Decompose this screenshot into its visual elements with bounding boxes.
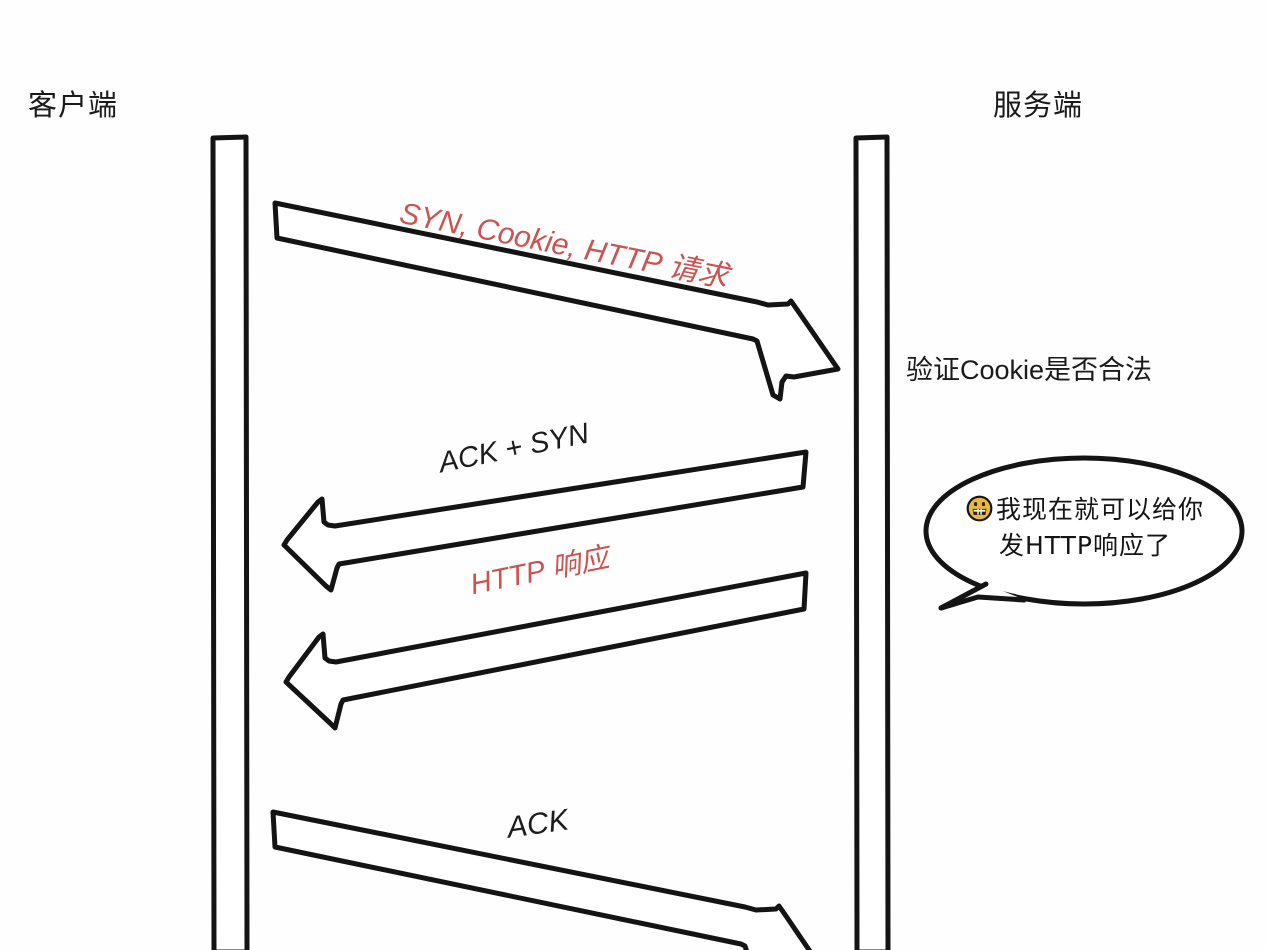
arrow-http-response [283, 570, 809, 731]
arrow-syn-cookie-http [272, 200, 841, 402]
server-lifeline [853, 134, 891, 950]
arrow-ack-syn [281, 449, 809, 593]
speech-bubble-body [923, 455, 1245, 607]
speech-bubble-line-2: 发HTTP响应了 [999, 530, 1171, 560]
client-lifeline [210, 134, 250, 950]
actor-label-client: 客户端 [28, 90, 119, 122]
actor-label-server: 服务端 [993, 90, 1084, 122]
speech-bubble-tail-outline [938, 581, 1027, 611]
note-verify-cookie: 验证Cookie是否合法 [906, 355, 1153, 385]
speech-bubble-text: 我现在就可以给你 发HTTP响应了 [935, 492, 1235, 563]
speech-bubble-line-1: 我现在就可以给你 [935, 492, 1235, 528]
speech-bubble-line-1-text: 我现在就可以给你 [995, 495, 1204, 524]
arrow-ack [270, 809, 813, 950]
grinning-face-icon [966, 495, 993, 522]
